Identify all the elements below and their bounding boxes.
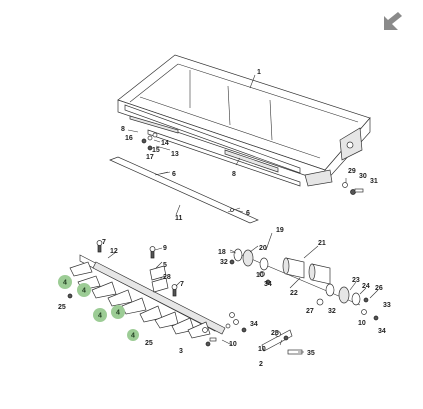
callout-15: 15 [152, 147, 160, 154]
bolt-cluster-29-31 [342, 182, 364, 195]
callout-8: 8 [232, 171, 236, 178]
highlight-badge[interactable]: 4 [127, 329, 139, 341]
callout-6: 6 [172, 171, 176, 178]
svg-text:4: 4 [63, 280, 67, 287]
callout-16: 16 [125, 135, 133, 142]
svg-text:4: 4 [82, 288, 86, 295]
callout-24: 24 [362, 283, 370, 290]
callout-10: 10 [229, 341, 237, 348]
leader-lines [107, 74, 379, 353]
highlight-badge[interactable]: 4 [93, 308, 107, 322]
knife-section [67, 240, 247, 347]
callout-30: 30 [359, 173, 367, 180]
callout-27: 27 [306, 308, 314, 315]
svg-text:4: 4 [116, 310, 120, 317]
callout-34: 34 [264, 281, 272, 288]
callout-10: 10 [256, 272, 264, 279]
callout-20: 20 [259, 245, 267, 252]
callout-7: 7 [180, 281, 184, 288]
svg-text:4: 4 [98, 313, 102, 320]
callout-7: 7 [102, 239, 106, 246]
highlight-badge[interactable]: 4 [58, 275, 72, 289]
roller-assembly [229, 248, 379, 321]
callout-labels: 1 8 16 14 15 13 17 6 8 29 30 31 11 6 19 … [58, 69, 391, 368]
svg-text:4: 4 [131, 333, 135, 340]
callout-8: 8 [121, 126, 125, 133]
callout-13: 13 [171, 151, 179, 158]
callout-32: 32 [328, 308, 336, 315]
callout-18: 18 [218, 249, 226, 256]
callout-3: 3 [179, 348, 183, 355]
callout-32: 32 [220, 259, 228, 266]
callout-14: 14 [161, 140, 169, 147]
highlight-badge[interactable]: 4 [111, 305, 125, 319]
callout-34: 34 [250, 321, 258, 328]
drive-arm-parts [261, 329, 303, 355]
knife-back-bar [109, 156, 259, 224]
callout-10: 10 [258, 346, 266, 353]
callout-25: 25 [58, 304, 66, 311]
callout-26: 26 [375, 285, 383, 292]
callout-19: 19 [276, 227, 284, 234]
callout-35: 35 [307, 350, 315, 357]
rail-assembly [124, 104, 301, 187]
bolt-cluster-14-17 [141, 132, 158, 151]
callout-10: 10 [358, 320, 366, 327]
callout-21: 21 [318, 240, 326, 247]
callout-29: 29 [348, 168, 356, 175]
callout-1: 1 [257, 69, 261, 76]
callout-28: 28 [163, 274, 171, 281]
callout-5: 5 [163, 262, 167, 269]
highlight-badge[interactable]: 4 [77, 283, 91, 297]
callout-25: 25 [145, 340, 153, 347]
callout-6: 6 [246, 210, 250, 217]
callout-34: 34 [378, 328, 386, 335]
callout-2: 2 [259, 361, 263, 368]
callout-23: 23 [352, 277, 360, 284]
highlight-badges: 4 4 4 4 4 [58, 275, 139, 341]
callout-33: 33 [383, 302, 391, 309]
callout-12: 12 [110, 248, 118, 255]
callout-9: 9 [163, 245, 167, 252]
callout-31: 31 [370, 178, 378, 185]
callout-22: 22 [290, 290, 298, 297]
callout-11: 11 [175, 215, 183, 222]
callout-17: 17 [146, 154, 154, 161]
arrow-down-left-icon[interactable] [384, 12, 402, 30]
callout-25: 25 [271, 330, 279, 337]
